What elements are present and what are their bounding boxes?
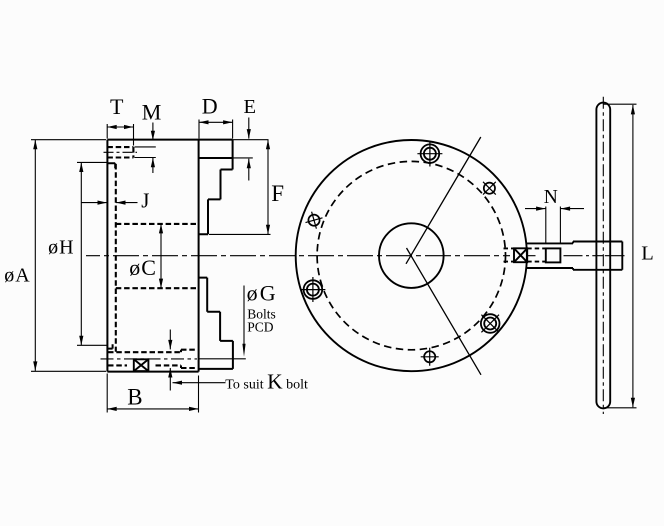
svg-text:D: D	[202, 94, 218, 119]
svg-text:N: N	[544, 187, 558, 208]
svg-text:B: B	[127, 385, 142, 410]
svg-text:E: E	[244, 96, 257, 118]
svg-text:To suit K bolt: To suit K bolt	[225, 369, 308, 393]
svg-text:M: M	[142, 100, 162, 125]
svg-text:F: F	[271, 181, 284, 206]
svg-text:øC: øC	[129, 255, 156, 280]
svg-text:øH: øH	[48, 237, 73, 259]
svg-text:T: T	[110, 94, 124, 119]
svg-text:PCD: PCD	[247, 319, 274, 334]
svg-text:Bolts: Bolts	[247, 307, 276, 322]
svg-text:L: L	[641, 243, 654, 265]
svg-text:øA: øA	[4, 264, 30, 286]
svg-text:J: J	[141, 189, 149, 213]
svg-text:øG: øG	[247, 281, 276, 306]
